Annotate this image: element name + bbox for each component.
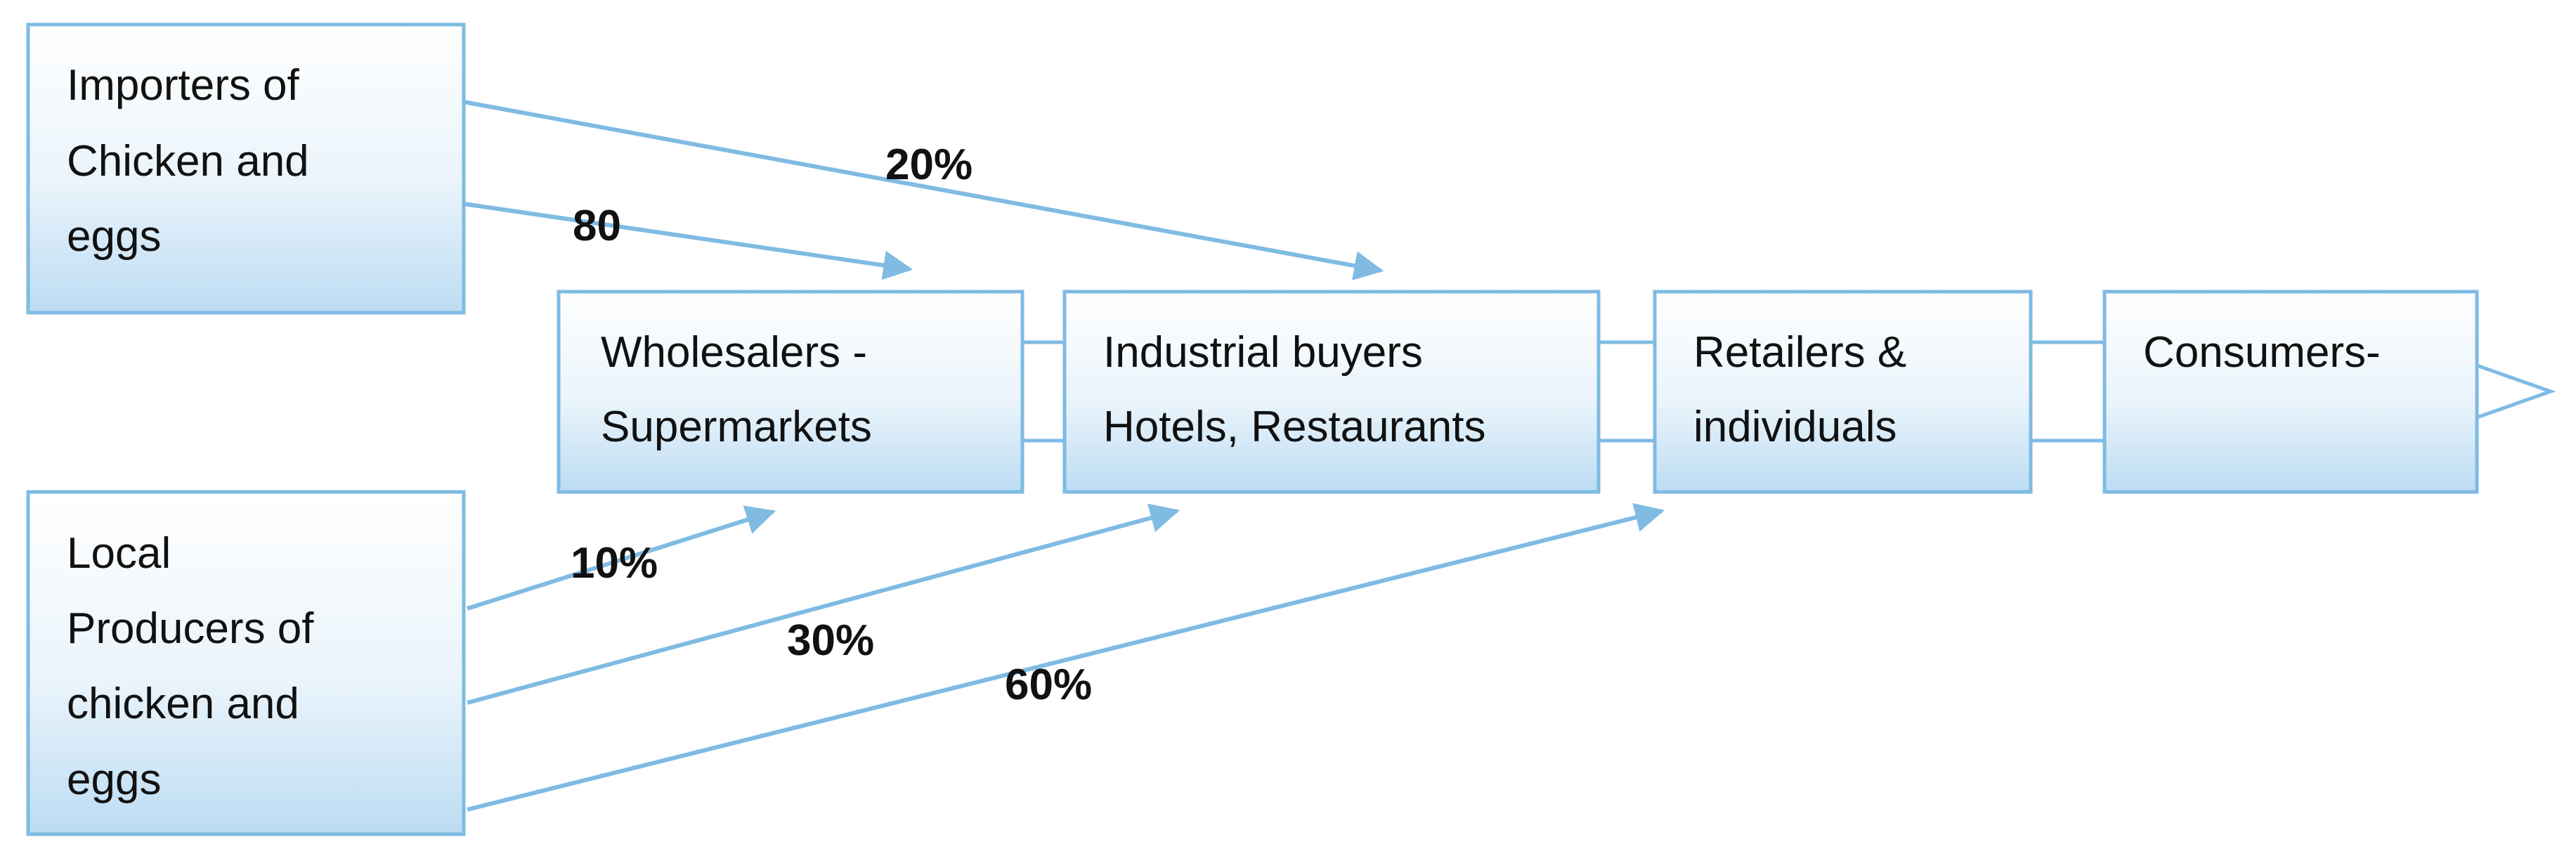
consumers-label: Consumers- (2143, 328, 2381, 377)
connector-wholesalers-industrial (1020, 340, 1067, 443)
consumers-box (2102, 290, 2479, 494)
connector-industrial-retailers (1596, 340, 1657, 443)
flow-label-importers-industrial: 20% (885, 141, 972, 189)
wholesalers-box (557, 290, 1024, 494)
importers-label: Importers of Chicken and eggs (67, 61, 321, 261)
local-producers-label: Local Producers of chicken and eggs (67, 529, 326, 804)
industrial-box (1062, 290, 1601, 494)
flow-label-local-retailers: 60% (1005, 661, 1092, 709)
retailers-box (1653, 290, 2033, 494)
flow-label-importers-wholesalers: 80 (573, 202, 621, 250)
retailers-label: Retailers & individuals (1693, 328, 1918, 451)
arrow-local-to-retailers (467, 502, 1665, 812)
arrow-local-to-industrial (467, 503, 1180, 705)
flow-label-local-wholesalers: 10% (571, 539, 658, 588)
connector-retailers-consumers (2029, 340, 2107, 443)
arrow-importers-to-industrial (463, 100, 1384, 280)
flow-label-local-industrial: 30% (787, 616, 874, 665)
local-producers-box (26, 490, 466, 836)
wholesalers-label: Wholesalers - Supermarkets (601, 328, 879, 451)
industrial-label: Industrial buyers Hotels, Restaurants (1103, 328, 1485, 451)
arrow-local-to-wholesalers (467, 505, 776, 611)
consumers-arrow-tip (2475, 363, 2556, 420)
arrow-importers-to-wholesalers (463, 202, 913, 280)
importers-box (26, 22, 466, 315)
